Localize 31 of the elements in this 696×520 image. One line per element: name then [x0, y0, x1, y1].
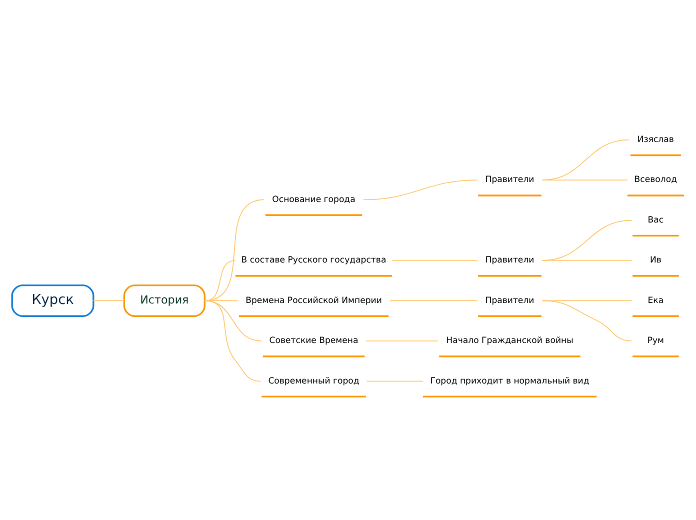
connector — [366, 340, 438, 341]
connector — [204, 300, 262, 382]
node-text: Всеволод — [634, 174, 678, 185]
node-text: Город приходит в нормальный вид — [430, 376, 590, 386]
node-text: Правители — [485, 174, 534, 185]
connector — [542, 300, 632, 341]
node-text: Современный город — [268, 376, 360, 386]
node-text: Основание города — [272, 194, 356, 204]
node-text: Времена Российской Империи — [246, 295, 382, 306]
connector — [542, 138, 630, 180]
node-box: История — [123, 284, 206, 316]
connector — [366, 380, 424, 382]
node-text: Правители — [485, 295, 534, 306]
node-text: В составе Русского государства — [241, 255, 386, 266]
node-text: Вас — [648, 214, 664, 225]
node-text: Рум — [647, 336, 664, 346]
connector — [362, 179, 478, 200]
node-text: Советские Времена — [269, 336, 358, 346]
connector — [542, 179, 628, 180]
node-text: Ив — [650, 255, 662, 266]
connector — [92, 300, 125, 301]
node-text: Ека — [648, 295, 664, 306]
node-box: Курск — [11, 284, 94, 316]
node-text: Правители — [485, 255, 534, 266]
connector — [204, 300, 262, 341]
connector — [204, 198, 265, 301]
connector — [542, 219, 632, 260]
connector — [204, 260, 236, 301]
node-text: Начало Гражданской войны — [446, 336, 574, 346]
node-text: Изяслав — [637, 134, 674, 144]
connector — [390, 300, 478, 301]
